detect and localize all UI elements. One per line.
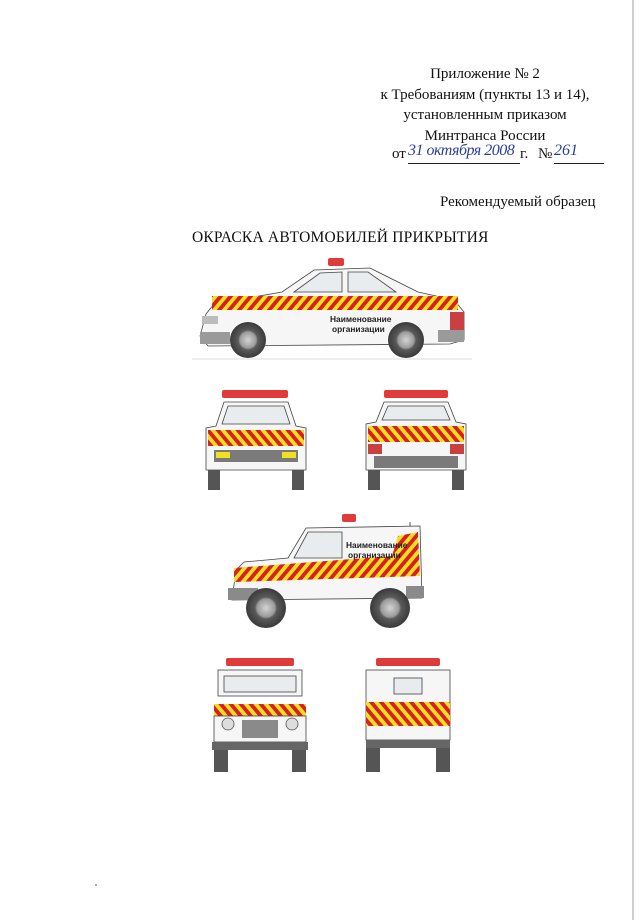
sedan-rear-light-right	[450, 444, 464, 454]
suv-front-headlight-right	[285, 717, 299, 731]
appendix-line-4: Минтранса России	[424, 127, 546, 144]
sedan-rear-window-glass	[381, 405, 451, 421]
suv-roof-beacon	[342, 514, 356, 522]
suv-rear-wheel	[370, 588, 410, 628]
document-title: ОКРАСКА АВТОМОБИЛЕЙ ПРИКРЫТИЯ	[192, 229, 489, 246]
sedan-front-chevron	[208, 430, 304, 446]
recommended-sample-label: Рекомендуемый образец	[440, 194, 596, 210]
sedan-front-beacon-bar	[222, 390, 288, 398]
sedan-front-fog-right	[282, 452, 296, 458]
suv-front-wheel	[246, 588, 286, 628]
sedan-org-label-line-1: Наименование	[330, 314, 392, 324]
appendix-line-3: установленным приказом	[403, 107, 567, 123]
suv-front-grille	[242, 720, 278, 738]
sedan-front-windshield	[221, 405, 291, 425]
suv-rear-view	[360, 656, 456, 774]
suv-org-label-line-2: организации	[348, 550, 401, 560]
sedan-front-fog-left	[216, 452, 230, 458]
suv-org-label-line-1: Наименование	[346, 540, 408, 550]
suv-rear-window	[393, 677, 423, 695]
sedan-headlight	[202, 316, 218, 324]
suv-rear-tire-left	[366, 748, 380, 772]
order-number-handwritten: 261	[554, 142, 604, 164]
suv-chevron-stripe	[234, 532, 420, 582]
sedan-taillight	[450, 312, 464, 330]
suv-rear-tire-right	[436, 748, 450, 772]
sedan-rear-wheel	[388, 322, 424, 358]
suv-front-windshield	[223, 675, 297, 693]
sedan-front-bumper	[200, 332, 230, 344]
order-reference-line: от 31 октября 2008 г. № 261	[392, 142, 612, 166]
suv-front-tire-left	[214, 750, 228, 772]
sedan-rear-bumper	[374, 456, 458, 468]
sedan-rear-tire-right	[452, 470, 464, 490]
appendix-line-1: Приложение № 2	[430, 66, 540, 82]
page-edge-shadow	[632, 0, 634, 920]
sedan-front-wheel	[230, 322, 266, 358]
order-date-handwritten: 31 октября 2008	[408, 142, 520, 164]
sedan-rear-chevron	[368, 426, 464, 442]
suv-side-view: Наименование организации	[224, 512, 434, 634]
appendix-header: Приложение № 2 к Требованиям (пункты 13 …	[360, 64, 610, 146]
suv-rear-chevron	[366, 702, 450, 726]
sedan-rear-window	[347, 271, 398, 293]
order-year-suffix: г.	[520, 146, 529, 162]
sedan-front-grille	[214, 450, 298, 462]
sedan-side-view: Наименование организации	[192, 256, 472, 366]
order-prefix: от	[392, 146, 406, 162]
suv-rear-bumper	[406, 586, 424, 598]
suv-front-view	[208, 656, 312, 774]
suv-rear-bumper	[366, 740, 450, 748]
sedan-front-window	[292, 271, 343, 293]
suv-front-beacon-bar	[226, 658, 294, 666]
sedan-chevron-stripe	[212, 296, 458, 310]
suv-front-bumper	[212, 742, 308, 750]
scan-speck	[95, 884, 97, 886]
sedan-org-label-line-2: организации	[332, 324, 385, 334]
sedan-rear-view	[360, 388, 472, 492]
sedan-rear-tire-left	[368, 470, 380, 490]
sedan-rear-light-left	[368, 444, 382, 454]
sedan-rear-beacon-bar	[384, 390, 448, 398]
suv-rear-beacon-bar	[376, 658, 440, 666]
sedan-rear-bumper	[438, 330, 464, 342]
suv-front-headlight-left	[221, 717, 235, 731]
sedan-front-tire-right	[292, 470, 304, 490]
sedan-front-view	[200, 388, 312, 492]
suv-front-chevron	[214, 704, 306, 716]
appendix-line-2: к Требованиям (пункты 13 и 14),	[380, 86, 590, 103]
sedan-roof-beacon	[328, 258, 344, 266]
sedan-front-tire-left	[208, 470, 220, 490]
order-number-label: №	[538, 146, 553, 162]
suv-front-window	[293, 531, 343, 559]
suv-front-tire-right	[292, 750, 306, 772]
